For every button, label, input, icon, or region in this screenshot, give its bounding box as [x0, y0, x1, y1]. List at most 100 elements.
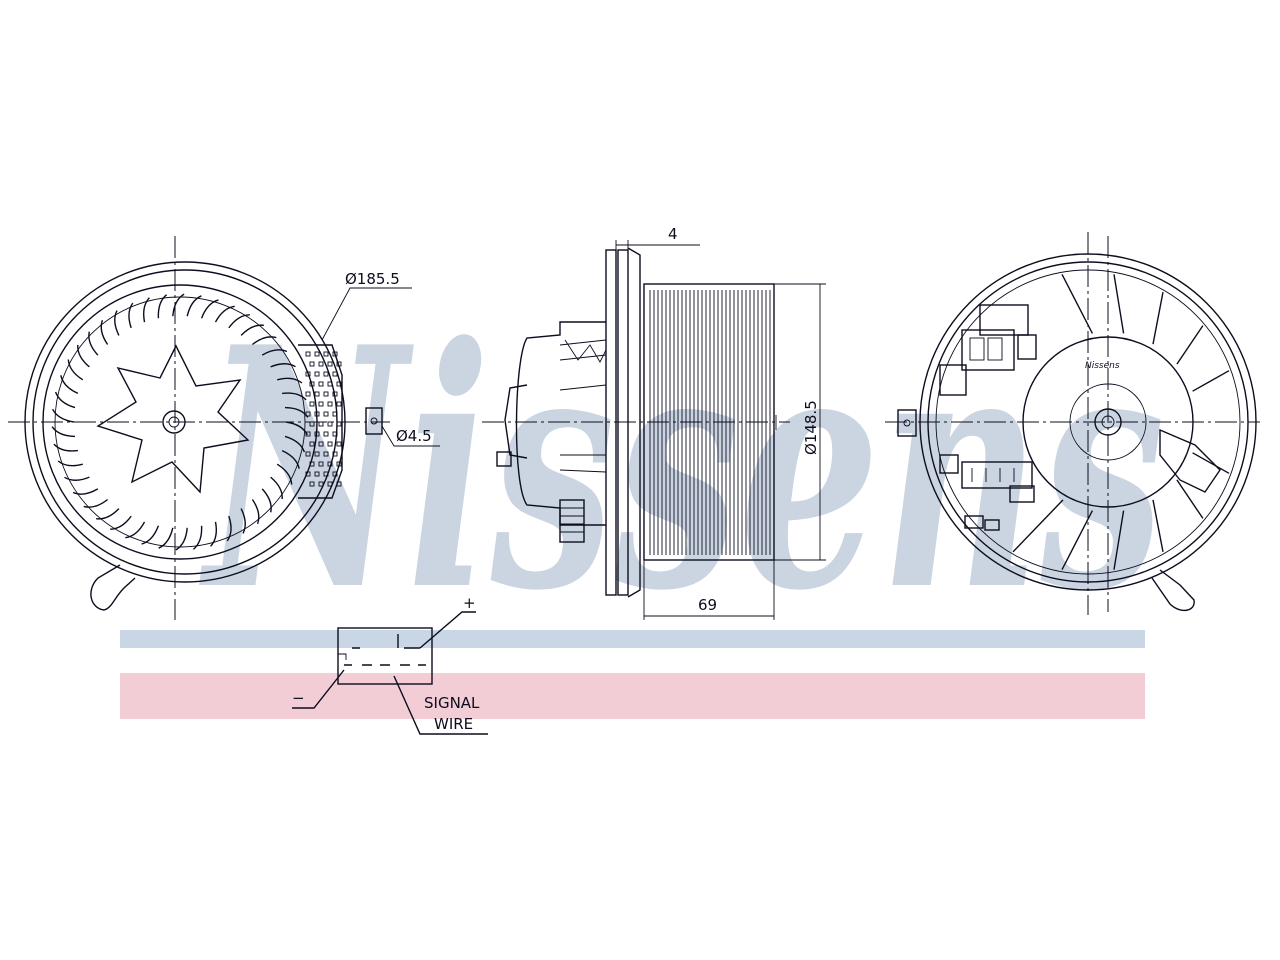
cover-dot	[323, 431, 329, 437]
cover-dot	[305, 451, 311, 457]
support-spoke	[1113, 510, 1125, 570]
impeller-blade	[240, 508, 246, 534]
cover-dot	[305, 471, 311, 477]
impeller-blade	[51, 426, 76, 438]
impeller-blade	[64, 476, 90, 481]
cover-dot	[327, 421, 333, 427]
support-spoke	[1192, 370, 1230, 392]
impeller-blade	[88, 331, 99, 356]
cover-dot	[305, 351, 311, 357]
cover-dot	[332, 471, 338, 477]
impeller-blade	[226, 515, 232, 542]
cover-dot	[314, 391, 320, 397]
cover-dot	[336, 361, 342, 367]
impeller-blade	[240, 324, 264, 336]
cover-dot	[327, 481, 333, 487]
watermark-band-top	[120, 630, 1145, 648]
mount-hole-label: Ø4.5	[396, 427, 432, 445]
cover-dot	[332, 391, 338, 397]
connector-housing	[337, 627, 433, 685]
cover-dot	[327, 401, 333, 407]
cover-dot	[318, 401, 324, 407]
hub-star	[96, 344, 250, 494]
signal-wire-label-line2: WIRE	[434, 715, 473, 733]
impeller-blade	[186, 295, 202, 317]
cover-dot	[332, 451, 338, 457]
impeller-blade	[251, 336, 277, 346]
cover-dot	[336, 461, 342, 467]
cover-dot	[323, 371, 329, 377]
cover-dot	[323, 471, 329, 477]
cover-dot	[336, 481, 342, 487]
cover-dot	[318, 441, 324, 447]
impeller-blade	[270, 363, 296, 368]
impeller-blade	[114, 310, 120, 336]
impeller-blade	[77, 344, 90, 368]
cover-dot	[309, 441, 315, 447]
cover-dot	[323, 451, 329, 457]
impeller-blade	[157, 294, 168, 319]
support-spoke	[1176, 325, 1204, 365]
support-spoke	[1061, 510, 1094, 571]
impeller-blade	[251, 499, 260, 525]
cover-dot	[314, 451, 320, 457]
impeller-blade	[192, 525, 203, 550]
impeller-blade	[67, 359, 84, 381]
cover-dot	[332, 431, 338, 437]
impeller-blade	[276, 463, 293, 485]
impeller-blade	[200, 299, 219, 319]
impeller-blade	[128, 302, 134, 329]
connector-diagram: + − SIGNAL WIRE	[292, 594, 488, 735]
impeller-blade	[53, 443, 78, 452]
cover-dot	[332, 371, 338, 377]
cover-dot	[327, 461, 333, 467]
watermark-band-bottom	[120, 673, 1145, 719]
cover-dot	[318, 481, 324, 487]
cover-dot	[318, 361, 324, 367]
support-spoke	[1113, 274, 1125, 334]
cover-dot	[318, 461, 324, 467]
cover-dot	[336, 381, 342, 387]
support-spoke	[1012, 499, 1064, 553]
flange-thickness-label: 4	[668, 225, 678, 243]
fan-width-label: 69	[698, 596, 717, 614]
side-view: 4 Ø148.5 69	[482, 225, 826, 620]
impeller-blade	[54, 391, 76, 409]
outer-diameter-label: Ø185.5	[345, 270, 400, 288]
front-view: Ø185.5 Ø4.5	[8, 236, 440, 620]
support-spoke	[1152, 499, 1164, 553]
impeller-blade	[261, 488, 272, 513]
impeller-blade	[57, 460, 83, 467]
impeller-blade	[282, 392, 307, 401]
impeller-blade	[125, 521, 146, 539]
cover-dot	[309, 361, 315, 367]
rear-logo: Nissens	[1085, 361, 1120, 371]
impeller-blade	[142, 297, 150, 323]
impeller-blade	[158, 527, 174, 549]
cover-dot	[336, 401, 342, 407]
impeller-blade	[72, 488, 99, 495]
support-spoke	[1152, 291, 1164, 345]
impeller-blade	[96, 508, 120, 520]
cover-dot	[332, 411, 338, 417]
rear-view: Nissens	[885, 232, 1260, 615]
cover-dot	[314, 351, 320, 357]
plus-label: +	[463, 594, 476, 612]
impeller-blades	[51, 293, 309, 551]
impeller-blade	[51, 408, 75, 423]
impeller-blade	[261, 349, 288, 356]
impeller-blade	[172, 293, 185, 317]
cover-dot	[314, 431, 320, 437]
cover-dot	[327, 381, 333, 387]
cover-dot	[305, 371, 311, 377]
cover-dot	[314, 471, 320, 477]
fan-diameter-label: Ø148.5	[802, 400, 820, 455]
signal-wire-label-line1: SIGNAL	[424, 694, 480, 712]
cover-dot	[332, 351, 338, 357]
minus-label: −	[292, 689, 305, 707]
cover-dot	[309, 381, 315, 387]
support-spoke	[1176, 479, 1204, 519]
cover-dot	[323, 351, 329, 357]
cover-dot	[305, 431, 311, 437]
